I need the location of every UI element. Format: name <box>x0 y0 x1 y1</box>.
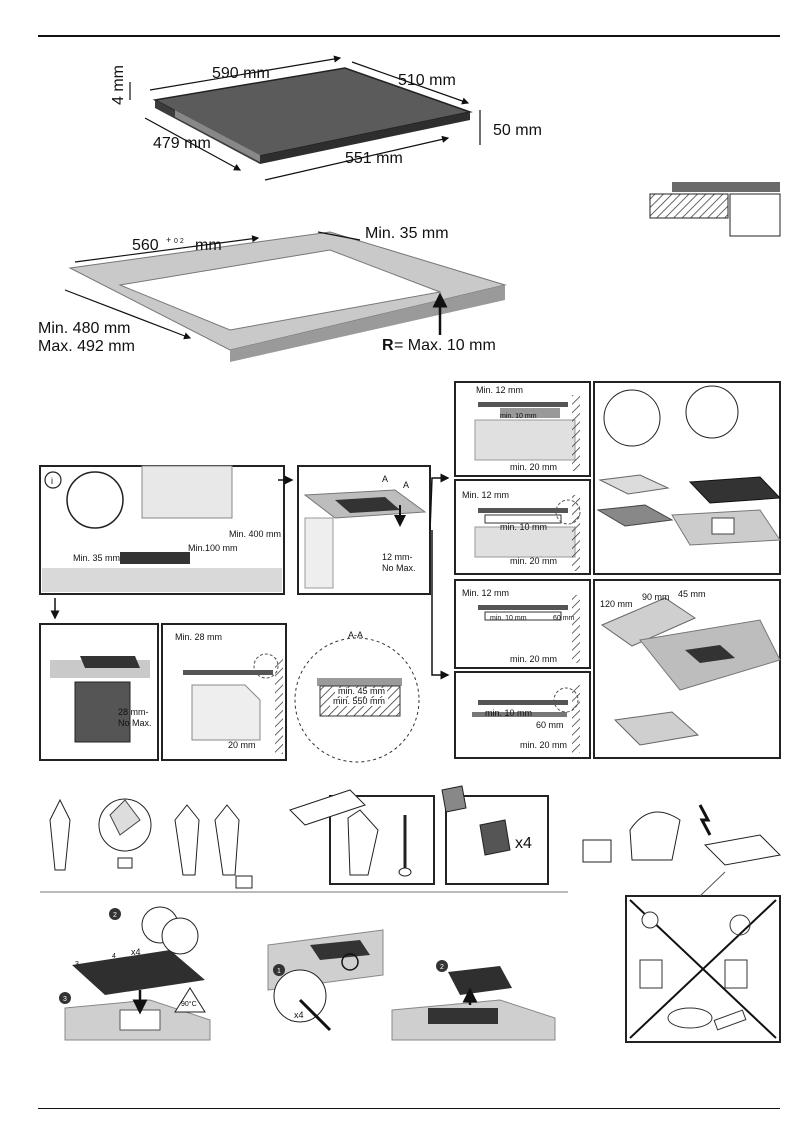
tools-box <box>289 789 435 885</box>
install-panel-4: min. 10 mm 60 mm min. 20 mm <box>454 671 591 759</box>
board-panel: 120 mm 90 mm 45 mm <box>593 579 781 759</box>
panel1-top: Min. 12 mm <box>476 385 523 395</box>
hob-inner-width-label: 551 mm <box>345 150 403 167</box>
min-45-label: min. 45 mm <box>338 686 385 696</box>
panel3-top: Min. 12 mm <box>462 588 509 598</box>
thickness-line1: 12 mm- <box>382 552 413 562</box>
panel3-extra: 60 mm <box>553 615 575 622</box>
oven-section-panel: Min. 28 mm 20 mm <box>161 623 287 761</box>
fitting-clips-x4b: x4 <box>294 1010 304 1020</box>
hob-depth-label: 510 mm <box>398 72 456 89</box>
clips-count: x4 <box>515 835 532 852</box>
fitting-temp: 90°C <box>181 1000 197 1008</box>
hob-height-label: 50 mm <box>493 122 542 139</box>
fitting-clips-x4: x4 <box>131 947 141 957</box>
oven-line2: No Max. <box>118 718 152 728</box>
install-panel-1: Min. 12 mm min. 10 mm min. 20 mm <box>454 381 591 477</box>
cutout-tol-values: 0 2 <box>174 238 184 245</box>
panel3-bottom: min. 20 mm <box>510 654 557 664</box>
panel4-bottom: min. 20 mm <box>520 740 567 750</box>
hob-inner-depth-label: 479 mm <box>153 135 211 152</box>
assembly-panel <box>593 381 782 575</box>
corner-3: 3 <box>75 961 79 968</box>
forbidden-panel <box>625 871 781 1043</box>
step2-badge: 2 <box>113 912 117 919</box>
kitchen-info-panel: i Min. 400 mm Min.100 mm Min. 35 mm <box>39 465 294 595</box>
oven-line1: 28 mm- <box>118 707 149 717</box>
corner-4: 4 <box>112 953 116 960</box>
electrician-figure <box>582 804 782 866</box>
oven-min-28: Min. 28 mm <box>175 632 222 642</box>
cutout-tol-plus: + <box>166 235 171 245</box>
section-a-panel: A A 12 mm- No Max. <box>297 465 431 595</box>
cutout-figure: 560 + 0 2 mm Min. 35 mm Min. 480 mm Max.… <box>38 225 507 362</box>
kitchen-min-100: Min.100 mm <box>188 543 238 553</box>
flow-connectors <box>429 473 450 680</box>
bottom-rule <box>38 1108 780 1109</box>
cutout-radius-text: = Max. 10 mm <box>394 337 496 354</box>
top-rule <box>38 35 780 37</box>
panel2-mid: min. 10 mm <box>500 522 547 532</box>
section-a2: A <box>403 480 409 490</box>
step3-badge: 3 <box>63 996 67 1003</box>
step1-badge: 1 <box>277 968 281 975</box>
section-a1: A <box>382 474 388 484</box>
panel2-bottom: min. 20 mm <box>510 556 557 566</box>
board-90: 90 mm <box>642 592 670 602</box>
cutout-depth-max: Max. 492 mm <box>38 338 135 355</box>
hob-thickness-label: 4 mm <box>110 65 127 105</box>
board-120: 120 mm <box>600 599 633 609</box>
kitchen-min-hood: Min. 400 mm <box>229 529 281 539</box>
step2b-badge: 2 <box>440 964 444 971</box>
fitting-step-c: 2 <box>391 960 556 1041</box>
section-aa-detail: A-A min. 45 mm min. 550 mm <box>294 630 420 763</box>
cutout-depth-min: Min. 480 mm <box>38 320 130 337</box>
thickness-line2: No Max. <box>382 563 416 573</box>
section-title: A-A <box>348 630 363 640</box>
cutout-width-main: 560 <box>132 237 159 254</box>
install-panel-2: Min. 12 mm min. 10 mm min. 20 mm <box>454 479 591 575</box>
fitting-step-b: x4 1 <box>267 929 384 1032</box>
worktop-profile <box>649 182 781 237</box>
info-icon: i <box>51 476 53 486</box>
oven-20mm: 20 mm <box>228 740 256 750</box>
panel3-mid: min. 10 mm <box>490 615 527 622</box>
cutout-width-unit: mm <box>195 237 222 254</box>
panel2-top: Min. 12 mm <box>462 490 509 500</box>
cutout-min-edge: Min. 35 mm <box>365 225 449 242</box>
safety-row <box>49 798 253 889</box>
panel1-mid: min. 10 mm <box>500 413 537 420</box>
kitchen-min-35: Min. 35 mm <box>73 553 120 563</box>
panel4-mid: min. 10 mm <box>485 708 532 718</box>
fitting-step-a: x4 90°C 2 3 3 4 <box>59 906 211 1041</box>
install-panel-3: Min. 12 mm min. 10 mm 60 mm min. 20 mm <box>454 579 591 669</box>
min-550-label: min. 550 mm <box>333 696 385 706</box>
clips-box: x4 <box>441 785 549 885</box>
hob-width-label: 590 mm <box>212 65 270 82</box>
cutout-radius-letter: R <box>382 337 394 354</box>
board-45: 45 mm <box>678 589 706 599</box>
hob-dimension-figure: 590 mm 510 mm 479 mm 551 mm 50 mm 4 mm <box>110 55 542 181</box>
panel4-extra: 60 mm <box>536 720 564 730</box>
oven-panel: 28 mm- No Max. <box>39 598 159 761</box>
panel1-bottom: min. 20 mm <box>510 462 557 472</box>
